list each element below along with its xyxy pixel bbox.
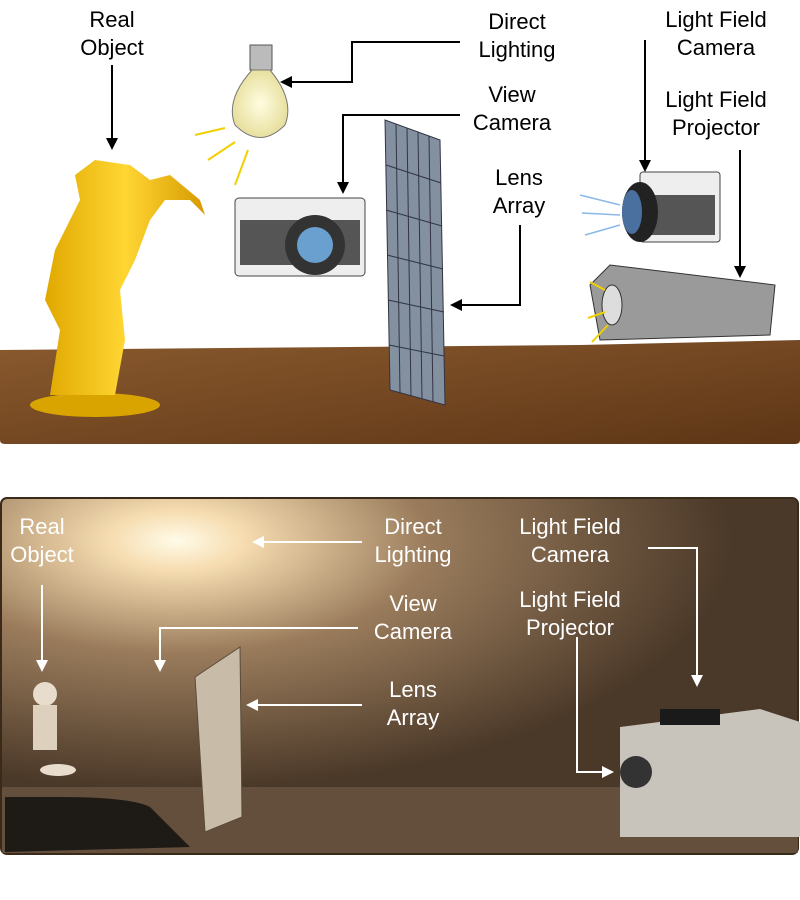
top-callout-arrows bbox=[111, 40, 741, 306]
bottom-callout-arrows bbox=[41, 541, 698, 773]
light-field-camera-icon bbox=[579, 171, 721, 243]
black-pedestal bbox=[5, 797, 190, 852]
lens-array-photo bbox=[194, 646, 243, 833]
lens-array-icon bbox=[384, 119, 446, 406]
projector-icon bbox=[587, 264, 776, 343]
light-field-camera-photo bbox=[660, 709, 720, 725]
projector-photo bbox=[620, 709, 800, 837]
view-camera-icon bbox=[234, 197, 366, 277]
horse-statue-icon bbox=[30, 160, 205, 417]
bust-statue-icon bbox=[33, 682, 76, 776]
light-bulb-icon bbox=[194, 44, 289, 186]
photo-scene bbox=[0, 497, 800, 855]
rendered-scene bbox=[0, 40, 800, 444]
